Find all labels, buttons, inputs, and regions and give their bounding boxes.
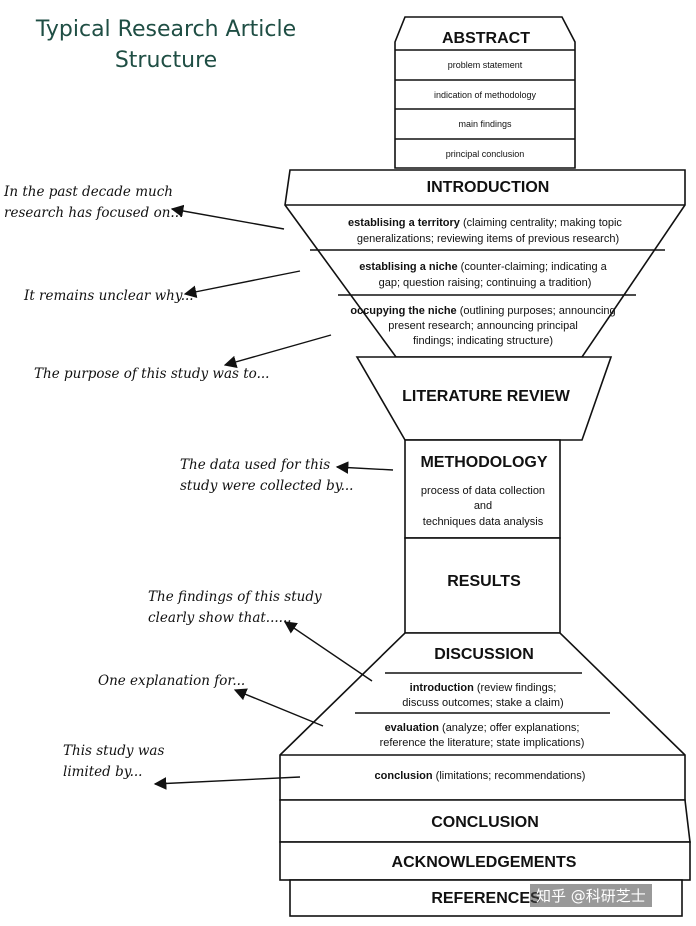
results-shape [404, 537, 561, 634]
arrow [183, 270, 301, 298]
intro-move-occupy-line3: findings; indicating structure) [413, 335, 553, 347]
discussion-move-introduction-line2: discuss outcomes; stake a claim) [402, 697, 563, 709]
move-detail: (counter-claiming; indicating a [458, 261, 608, 273]
arrow [335, 461, 394, 474]
acknowledgements-heading: ACKNOWLEDGEMENTS [392, 854, 577, 871]
methodology-desc: process of data collection [421, 485, 545, 497]
phrase-line: limited by... [63, 764, 143, 780]
results-heading: RESULTS [447, 573, 521, 590]
literature-review-heading: LITERATURE REVIEW [402, 388, 571, 405]
phrase-line: One explanation for... [98, 673, 246, 689]
phrase-findings: The findings of this study clearly show … [148, 587, 322, 629]
phrase-limited: This study was limited by... [63, 741, 164, 783]
intro-move-occupy-line1: occupying the niche (outlining purposes;… [350, 305, 615, 317]
phrase-remains-unclear: It remains unclear why... [24, 286, 194, 307]
move-detail: (outlining purposes; announcing [457, 305, 616, 317]
literature-review-shape [355, 356, 613, 441]
abstract-item: indication of methodology [434, 90, 537, 100]
phrase-line: The data used for this [180, 457, 331, 473]
phrase-purpose: The purpose of this study was to... [34, 364, 269, 385]
abstract-heading: ABSTRACT [442, 30, 530, 47]
phrase-data-collected: The data used for this study were collec… [180, 455, 353, 497]
intro-move-territory-line1: establising a territory (claiming centra… [348, 217, 622, 229]
phrase-line: It remains unclear why... [24, 288, 194, 304]
abstract-item: main findings [458, 119, 512, 129]
phrase-explanation: One explanation for... [98, 671, 245, 692]
phrase-line: This study was [63, 743, 165, 759]
intro-move-territory-line2: generalizations; reviewing items of prev… [357, 233, 619, 245]
abstract-shape [394, 16, 576, 169]
arrow [170, 204, 285, 230]
watermark: 知乎 @科研芝士 [530, 884, 652, 907]
title-line-1: Typical Research Article [35, 17, 297, 42]
references-heading: REFERENCES [431, 890, 541, 907]
intro-move-niche-line1: establising a niche (counter-claiming; i… [359, 261, 607, 273]
acknowledgements-shape [279, 841, 691, 881]
move-detail: (review findings; [474, 682, 557, 694]
discussion-move-conclusion: conclusion (limitations; recommendations… [375, 770, 586, 782]
phrase-line: In the past decade much [4, 184, 173, 200]
arrow [153, 776, 301, 790]
arrow [233, 688, 324, 727]
move-name: conclusion [375, 770, 433, 782]
abstract-item: principal conclusion [446, 149, 525, 159]
move-name: introduction [410, 682, 474, 694]
phrase-line: clearly show that...... [148, 610, 292, 626]
move-detail: (limitations; recommendations) [433, 770, 586, 782]
title-line-2: Structure [114, 48, 218, 73]
move-name: establising a niche [359, 261, 457, 273]
move-name: occupying the niche [350, 305, 456, 317]
discussion-move-evaluation-line1: evaluation (analyze; offer explanations; [385, 722, 580, 734]
move-name: evaluation [385, 722, 440, 734]
methodology-desc: and [474, 500, 492, 512]
arrow [223, 334, 332, 368]
move-detail: (analyze; offer explanations; [439, 722, 579, 734]
intro-move-occupy-line2: present research; announcing principal [388, 320, 578, 332]
discussion-move-introduction-line1: introduction (review findings; [410, 682, 557, 694]
move-detail: (claiming centrality; making topic [460, 217, 623, 229]
discussion-heading: DISCUSSION [434, 646, 534, 663]
methodology-heading: METHODOLOGY [420, 454, 547, 471]
discussion-move-evaluation-line2: reference the literature; state implicat… [380, 737, 585, 749]
phrase-line: The purpose of this study was to... [34, 366, 270, 382]
diagram-title: Typical Research Article Structure [6, 14, 326, 76]
abstract-item: problem statement [448, 60, 523, 70]
methodology-shape [404, 439, 561, 539]
phrase-past-decade: In the past decade much research has foc… [4, 182, 183, 224]
methodology-desc: techniques data analysis [423, 516, 544, 528]
phrase-line: research has focused on... [4, 205, 184, 221]
arrow [283, 621, 373, 682]
introduction-heading: INTRODUCTION [427, 179, 550, 196]
conclusion-heading: CONCLUSION [431, 814, 539, 831]
phrase-line: study were collected by... [180, 478, 354, 494]
intro-move-niche-line2: gap; question raising; continuing a trad… [379, 277, 592, 289]
move-name: establising a territory [348, 217, 461, 229]
phrase-line: The findings of this study [148, 589, 322, 605]
